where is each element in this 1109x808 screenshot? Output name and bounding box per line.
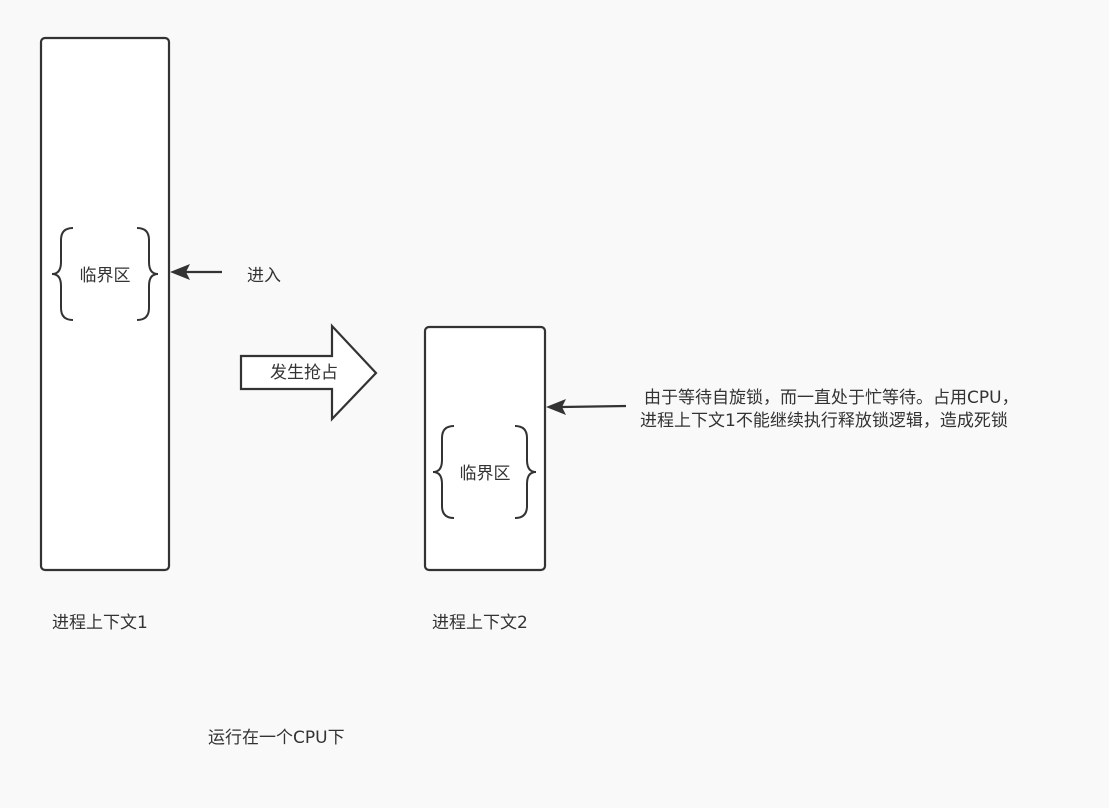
spin-note-line-2: 进程上下文1不能继续执行释放锁逻辑，造成死锁: [640, 411, 1008, 431]
process-context-2-box: [423, 325, 547, 572]
spin-wait-arrow-line: [561, 404, 627, 409]
critical-section-2-right-brace: [514, 425, 537, 519]
process-context-1-box: [39, 36, 171, 572]
critical-section-label-2: 临界区: [459, 464, 511, 484]
spin-note-line-1: 由于等待自旋锁，而一直处于忙等待。占用CPU，: [644, 388, 1019, 408]
process-context-2-label: 进程上下文2: [432, 613, 528, 633]
spin-wait-arrowhead: [546, 399, 566, 415]
preempt-label: 发生抢占: [270, 363, 338, 383]
preempt-block-arrow: [239, 323, 378, 422]
critical-section-2-left-brace: [432, 425, 455, 519]
critical-section-label-1: 临界区: [79, 266, 131, 286]
cpu-note: 运行在一个CPU下: [208, 728, 345, 748]
critical-section-1-right-brace: [136, 227, 159, 321]
enter-label: 进入: [247, 266, 281, 286]
process-context-1-label: 进程上下文1: [52, 613, 148, 633]
enter-arrowhead: [170, 264, 190, 280]
critical-section-1-left-brace: [51, 227, 74, 321]
